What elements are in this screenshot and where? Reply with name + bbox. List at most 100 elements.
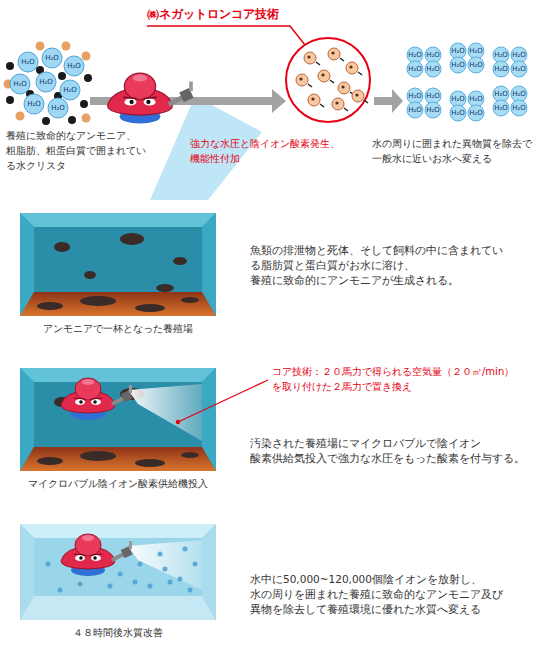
- illustration-part: [308, 94, 320, 106]
- molecule-label: H₂O: [45, 55, 59, 62]
- molecule-label: H₂O: [27, 101, 41, 108]
- molecule-label: H₂O: [494, 52, 508, 59]
- molecule-label: H₂O: [512, 52, 526, 59]
- water-molecule: [64, 56, 84, 76]
- illustration-part: [316, 62, 320, 65]
- sludge-blob: [37, 457, 63, 465]
- label-slot: H₂O: [512, 105, 526, 112]
- label-slot: H₂O: [494, 52, 508, 59]
- sludge-blob: [135, 459, 165, 467]
- illustration-part: [311, 97, 314, 100]
- atom-dot: [16, 112, 25, 121]
- tank-frame: [21, 214, 216, 316]
- micro-bubble: [178, 577, 183, 582]
- illustration-part: [344, 108, 348, 111]
- water-molecule: [450, 57, 466, 73]
- illustration-part: [374, 97, 392, 105]
- illustration-part: [328, 48, 340, 60]
- illustration-part: [358, 72, 362, 75]
- sludge-blob: [173, 257, 187, 265]
- illustration-part: [335, 101, 338, 104]
- ion-particle: [318, 70, 334, 83]
- illustration-part: [296, 74, 308, 86]
- sludge-blob: [181, 452, 199, 458]
- tank-panel: アンモニアで一杯となった養殖場: [20, 213, 216, 336]
- label-slot: H₂O: [469, 48, 483, 55]
- title-slot: ㈱ネガットロンコア技術: [147, 6, 279, 23]
- micro-bubble: [148, 584, 153, 589]
- label-slot: H₂O: [13, 81, 27, 88]
- label-slot: H₂O: [408, 52, 422, 59]
- illustration-part: [332, 98, 344, 110]
- description-text: 水の周りに囲まれた異物質を除去で 一般水に近いお水へ変える: [372, 136, 538, 166]
- water-surface: [20, 524, 216, 538]
- description-text: 水中に50,000~120,000個陰イオンを放射し、 水の周りを囲まれた養殖に…: [250, 572, 522, 617]
- bubble-spray: [128, 384, 202, 441]
- illustration-part: [346, 62, 358, 74]
- label-slot: H₂O: [469, 96, 483, 103]
- ion-particle: [304, 52, 320, 65]
- label-slot: H₂O: [451, 48, 465, 55]
- micro-bubble: [188, 588, 193, 593]
- description-text: 養殖に致命的なアンモニア、 粗脂肪、粗蛋白質で囲まれてい る水クリスタ: [6, 128, 152, 173]
- atom-dot: [6, 96, 14, 104]
- molecule-label: H₂O: [494, 66, 508, 73]
- molecule-label: H₂O: [469, 110, 483, 117]
- water-molecule: [511, 100, 527, 116]
- water-surface: [20, 368, 216, 382]
- tank-wall: [34, 538, 202, 596]
- illustration-part: [330, 80, 334, 83]
- molecule-label: H₂O: [426, 66, 440, 73]
- water-molecule: [407, 61, 423, 77]
- label-slot: H₂O: [451, 96, 465, 103]
- tank-caption: アンモニアで一杯となった養殖場: [20, 322, 216, 336]
- micro-bubble: [108, 584, 113, 589]
- illustration-part: [307, 55, 310, 58]
- molecule-label: H₂O: [494, 91, 508, 98]
- micro-bubble: [78, 582, 83, 587]
- atom-dot: [82, 52, 91, 61]
- illustration-part: [338, 82, 350, 94]
- bubble-spray: [128, 540, 202, 590]
- molecule-label: H₂O: [469, 48, 483, 55]
- tank-caption: ４８時間後水質改善: [20, 626, 216, 640]
- tank-wall: [34, 227, 202, 292]
- core-circle: [286, 38, 370, 122]
- label-slot: H₂O: [408, 107, 422, 114]
- label-slot: H₂O: [469, 110, 483, 117]
- micro-bubble: [163, 567, 168, 572]
- label-slot: H₂O: [494, 105, 508, 112]
- molecule-label: H₂O: [451, 48, 465, 55]
- tank-illustration: [20, 213, 216, 316]
- label-slot: H₂O: [426, 66, 440, 73]
- tank-panel: ４８時間後水質改善: [20, 524, 216, 640]
- micro-bubble: [133, 580, 138, 585]
- water-molecule: [36, 72, 56, 92]
- label-slot: H₂O: [512, 91, 526, 98]
- label-slot: H₂O: [426, 107, 440, 114]
- micro-bubble: [183, 547, 188, 552]
- tank-wall: [34, 382, 202, 447]
- oxygen-device: [61, 378, 133, 420]
- molecule-label: H₂O: [408, 52, 422, 59]
- illustration-part: [331, 51, 334, 54]
- label-slot: 水中に50,000~120,000個陰イオンを放射し、 水の周りを囲まれた養殖に…: [250, 572, 522, 617]
- molecule-group: [4, 42, 528, 126]
- illustration-part: [340, 58, 344, 61]
- ion-particle: [296, 74, 312, 87]
- label-slot: H₂O: [408, 93, 422, 100]
- callout-note: コア技術：２０馬力で得られる空気量（２０㎥/min） を取り付けた２馬力で置き換…: [272, 364, 534, 394]
- molecule-label: H₂O: [469, 62, 483, 69]
- label-slot: H₂O: [469, 62, 483, 69]
- tank-floor: [20, 447, 216, 471]
- callout-note: 強力な水圧と陰イオン酸素発生、 機能性付加: [190, 136, 348, 166]
- micro-bubble: [58, 588, 63, 593]
- illustration-part: [349, 65, 352, 68]
- label-slot: 汚染された養殖場にマイクロバブルで陰イオン 酸素供給気投入で強力な水圧をもった酸…: [250, 436, 522, 466]
- molecule-label: H₂O: [512, 105, 526, 112]
- water-molecule: [425, 61, 441, 77]
- illustration-part: [392, 89, 403, 113]
- water-molecule: [468, 57, 484, 73]
- sludge-blob: [80, 451, 116, 461]
